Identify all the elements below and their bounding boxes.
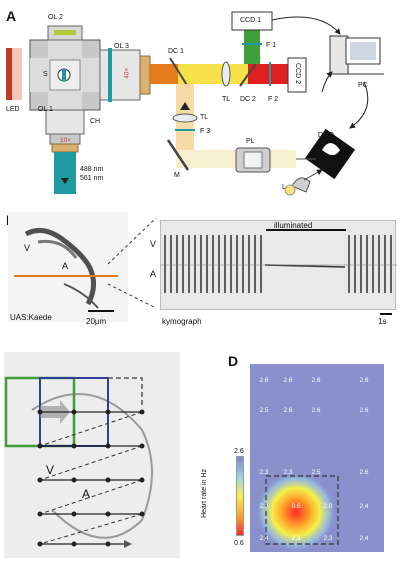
ventricle-label: V xyxy=(24,243,31,253)
hm-cell: 2.4 xyxy=(359,503,368,510)
hm-cell: 2.0 xyxy=(323,503,332,510)
colorbar-min-label: 0.6 xyxy=(234,540,244,547)
heart-rate-map: 2.6 2.6 2.6 2.6 2.5 2.6 2.6 2.6 2.3 2.3 … xyxy=(250,364,384,552)
heart-rate-heatmap: 2.6 2.6 2.6 2.6 2.5 2.6 2.6 2.6 2.3 2.3 … xyxy=(250,364,384,552)
ol2-label: OL 2 xyxy=(48,14,63,21)
f3-label: F 3 xyxy=(200,128,211,135)
ccd1-label: CCD 1 xyxy=(240,17,262,24)
mirror-label: M xyxy=(174,172,180,179)
panel-c-atrium-label: A xyxy=(82,487,91,501)
time-scale-label: 1s xyxy=(378,317,387,326)
kymograph-trace xyxy=(161,235,397,293)
led-label: LED xyxy=(6,106,20,113)
tl-mid-label: TL xyxy=(200,114,209,121)
hm-cell: 2.4 xyxy=(259,535,268,542)
scan-grid xyxy=(4,376,153,548)
chamber-label: CH xyxy=(90,118,101,125)
scan-grid-panel xyxy=(4,352,180,558)
kymo-atrium-label: A xyxy=(150,269,157,279)
hm-cell: 2.2 xyxy=(259,503,268,510)
panel-label-a: A xyxy=(6,8,17,24)
setup-diagram xyxy=(6,11,384,196)
led-source xyxy=(6,48,12,100)
illuminated-label: illuminated xyxy=(274,221,313,230)
hm-cell: 2.5 xyxy=(311,469,320,476)
laser-488-label: 488 nm xyxy=(80,166,104,173)
heart-drawing xyxy=(14,227,118,312)
tl-top-label: TL xyxy=(222,96,231,103)
hm-cell: 2.4 xyxy=(359,535,368,542)
ol1-label: OL 1 xyxy=(38,106,53,113)
kymograph-label: kymograph xyxy=(162,317,202,326)
colorbar-max-label: 2.6 xyxy=(234,448,244,455)
dmd-device xyxy=(304,128,356,180)
kymograph-right-beats xyxy=(348,235,392,293)
hm-cell: 2.3 xyxy=(283,469,292,476)
hm-cell: 2.6 xyxy=(359,469,368,476)
ol3-label: OL 3 xyxy=(114,43,129,50)
ccd2-label: CCD 2 xyxy=(294,62,302,85)
dmd-label: DMD xyxy=(318,132,334,139)
hm-cell: 2.3 xyxy=(291,535,300,542)
hm-cell: 2.3 xyxy=(323,535,332,542)
f1-label: F 1 xyxy=(266,42,277,49)
sample-label: S xyxy=(43,71,48,78)
lamp xyxy=(284,177,311,196)
hm-cell: 2.6 xyxy=(283,407,292,414)
colorbar xyxy=(236,456,244,536)
pc-icon xyxy=(329,35,384,75)
hm-cell: 2.6 xyxy=(311,407,320,414)
kymograph-left-beats xyxy=(164,235,262,293)
hm-cell: 2.6 xyxy=(283,377,292,384)
hm-cell: 2.6 xyxy=(359,377,368,384)
hm-cell: 2.6 xyxy=(359,407,368,414)
mag40-label: 40× xyxy=(123,67,131,79)
lamp-label: L xyxy=(282,184,286,191)
hm-cell: 0.6 xyxy=(291,503,300,510)
laser-561-label: 561 nm xyxy=(80,175,104,182)
pc-label: PC xyxy=(358,82,368,89)
line-label: UAS:Kaede xyxy=(10,313,52,322)
dc2-label: DC 2 xyxy=(240,96,256,103)
hm-cell: 2.5 xyxy=(259,407,268,414)
dc1-label: DC 1 xyxy=(168,48,184,55)
atrium-label: A xyxy=(62,261,69,271)
scale-bar-label: 20μm xyxy=(86,317,107,326)
kymograph-image xyxy=(160,220,397,310)
f2-label: F 2 xyxy=(268,96,279,103)
hm-cell: 2.3 xyxy=(259,469,268,476)
pl-label: PL xyxy=(246,138,255,145)
panel-label-d: D xyxy=(228,353,239,369)
ccd1-camera xyxy=(231,11,273,31)
panel-c-ventricle-label: V xyxy=(46,463,55,477)
mag10-label: 10× xyxy=(60,137,72,144)
colorbar-title: Heart rate in Hz xyxy=(201,468,209,519)
kymo-ventricle-label: V xyxy=(150,239,157,249)
hm-cell: 2.6 xyxy=(311,377,320,384)
hm-cell: 2.6 xyxy=(259,377,268,384)
ccd2-camera xyxy=(287,57,307,93)
